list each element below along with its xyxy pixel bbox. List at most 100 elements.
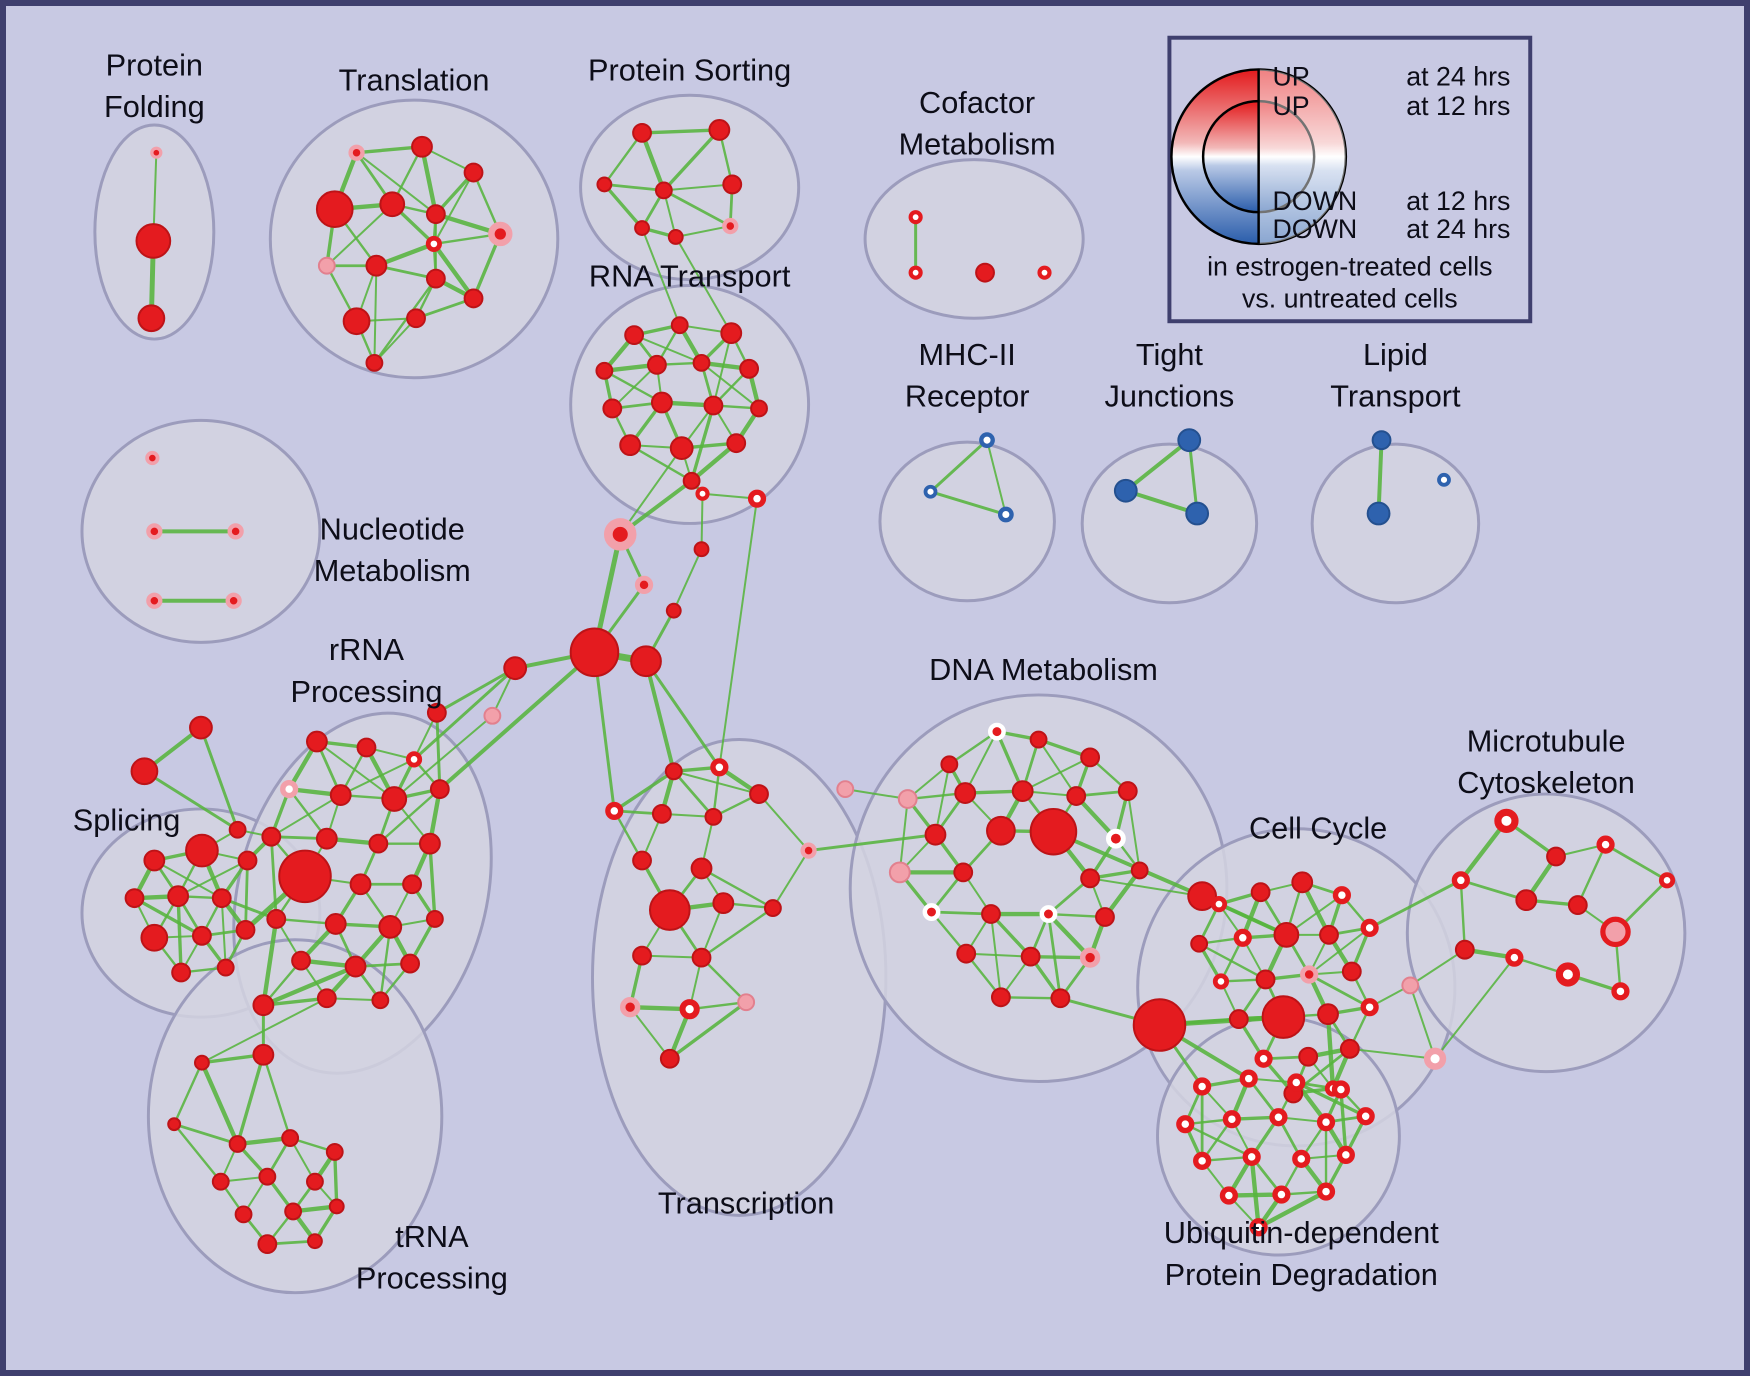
edge xyxy=(640,128,722,135)
edge xyxy=(435,666,517,715)
connectors-node-9 xyxy=(426,702,447,723)
microtubule-cytoskeleton-node-7 xyxy=(1600,916,1631,948)
trna-processing-node-9 xyxy=(234,1205,253,1224)
rrna-processing-node-4 xyxy=(329,784,352,806)
transcription-node-12 xyxy=(691,947,712,968)
nucleotide-metabolism-node-1 xyxy=(146,523,163,540)
microtubule-cytoskeleton-ellipse xyxy=(1405,792,1687,1074)
edge xyxy=(930,910,993,916)
cell-cycle-node-0 xyxy=(1210,896,1228,913)
transcription-node-8 xyxy=(648,889,691,931)
edge xyxy=(662,183,734,192)
connectors-node-17 xyxy=(1401,976,1420,995)
rrna-processing-node-5 xyxy=(381,786,408,812)
edge xyxy=(373,277,438,365)
edge xyxy=(419,144,439,217)
splicing-node-9 xyxy=(171,962,192,983)
microtubule-cytoskeleton-node-9 xyxy=(1505,948,1524,967)
dna-metabolism-node-15 xyxy=(1080,868,1101,889)
translation-node-13 xyxy=(463,288,484,309)
edge xyxy=(639,130,667,193)
cell-cycle-node-15 xyxy=(1317,1003,1339,1026)
transcription-node-3 xyxy=(651,803,672,824)
edge xyxy=(674,235,733,335)
transcription-label: Transcription xyxy=(658,1185,834,1220)
microtubule-cytoskeleton-label: Cytoskeleton xyxy=(1457,765,1635,800)
cell-cycle-node-7 xyxy=(1319,924,1339,945)
ubiquitin-degradation-node-9 xyxy=(1193,1151,1212,1170)
dna-metabolism-node-13 xyxy=(888,861,911,884)
translation-node-4 xyxy=(379,191,406,218)
translation-node-12 xyxy=(406,308,426,329)
edge xyxy=(674,225,732,238)
connectors-node-12 xyxy=(800,842,817,859)
dna-metabolism-node-8 xyxy=(1117,781,1138,802)
connectors-node-19 xyxy=(228,820,247,839)
edge xyxy=(1256,1189,1329,1230)
ubiquitin-degradation-node-6 xyxy=(1269,1108,1288,1127)
edge xyxy=(262,1053,292,1140)
rrna-processing-node-3 xyxy=(280,780,299,799)
rrna-processing-node-23 xyxy=(252,994,275,1017)
dna-metabolism-node-17 xyxy=(922,903,941,921)
edge xyxy=(244,859,249,932)
trna-processing-node-13 xyxy=(306,1233,323,1250)
microtubule-cytoskeleton-node-4 xyxy=(1658,872,1676,889)
trna-processing-node-10 xyxy=(284,1202,303,1221)
dna-metabolism-node-22 xyxy=(1020,946,1041,967)
mhc-ii-receptor-label: MHC-II xyxy=(919,337,1016,372)
edge xyxy=(633,334,703,364)
connectors-node-16 xyxy=(1423,1047,1447,1070)
rrna-processing-node-2 xyxy=(405,751,423,768)
edge xyxy=(644,659,676,774)
translation-ellipse xyxy=(268,98,560,380)
transcription-node-14 xyxy=(679,999,700,1020)
edge xyxy=(1376,438,1384,516)
microtubule-cytoskeleton-node-2 xyxy=(1596,835,1615,854)
mhc-ii-receptor-node-0 xyxy=(979,432,995,449)
edge xyxy=(1307,973,1372,1009)
dna-metabolism-node-10 xyxy=(986,815,1016,846)
rna-transport-node-10 xyxy=(750,399,768,418)
transcription-node-6 xyxy=(632,850,652,871)
connectors-node-18 xyxy=(665,602,682,619)
translation-node-10 xyxy=(425,268,446,289)
protein-sorting-node-2 xyxy=(596,176,613,193)
protein-sorting-label: Protein Sorting xyxy=(588,52,791,87)
edge xyxy=(602,183,666,192)
trna-processing-node-4 xyxy=(281,1129,300,1147)
edge xyxy=(355,151,437,216)
cell-cycle-node-10 xyxy=(1255,969,1276,990)
edge xyxy=(414,297,475,320)
translation-node-14 xyxy=(365,353,384,372)
rna-transport-node-6 xyxy=(739,358,760,379)
dna-metabolism-node-2 xyxy=(940,755,959,774)
ubiquitin-degradation-node-14 xyxy=(1272,1185,1291,1204)
edge xyxy=(612,769,676,813)
cell-cycle-node-3 xyxy=(1332,886,1351,905)
dna-metabolism-node-20 xyxy=(1095,907,1115,927)
transcription-node-10 xyxy=(763,899,782,917)
edge xyxy=(373,317,418,364)
translation-node-8 xyxy=(365,254,388,277)
edge xyxy=(701,492,759,500)
edge xyxy=(1126,790,1141,872)
edge xyxy=(986,439,1007,516)
rrna-processing-label: rRNA xyxy=(329,632,405,667)
transcription-node-4 xyxy=(704,807,723,826)
cell-cycle-node-18 xyxy=(1298,1046,1319,1067)
connectors-node-1 xyxy=(747,489,767,508)
translation-node-5 xyxy=(425,204,446,225)
protein-folding-label: Folding xyxy=(104,89,205,124)
dna-metabolism-node-4 xyxy=(897,789,918,809)
edge xyxy=(1604,843,1669,882)
edge xyxy=(771,849,810,910)
ubiquitin-degradation-node-8 xyxy=(1356,1107,1375,1126)
trna-processing-ellipse xyxy=(146,938,444,1295)
cofactor-metabolism-ellipse xyxy=(863,158,1085,320)
edge xyxy=(132,896,204,938)
legend-down-24-time: at 24 hrs xyxy=(1406,214,1510,244)
cell-cycle-node-14 xyxy=(1261,995,1306,1039)
rrna-processing-node-16 xyxy=(378,915,403,939)
